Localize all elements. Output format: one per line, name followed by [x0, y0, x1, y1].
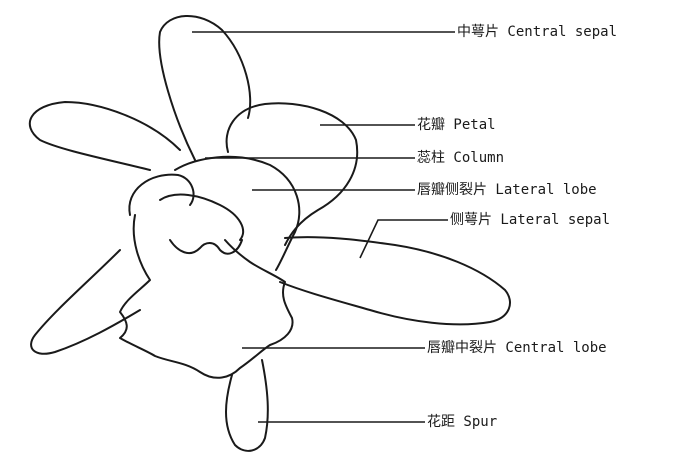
lateral-lobe-inner-shape [160, 195, 243, 240]
left-petal-shape [30, 102, 180, 170]
label-central-sepal: 中萼片 Central sepal [457, 24, 617, 40]
label-central-lobe: 唇瓣中裂片 Central lobe [427, 340, 607, 356]
label-lateral-sepal: 侧萼片 Lateral sepal [450, 212, 610, 228]
central-sepal-shape [159, 16, 250, 160]
leader-lateral-sepal [360, 220, 448, 258]
label-lateral-lobe: 唇瓣侧裂片 Lateral lobe [417, 182, 597, 198]
label-column: 蕊柱 Column [417, 150, 504, 166]
lateral-sepal-shape [280, 237, 510, 324]
label-spur: 花距 Spur [427, 414, 497, 430]
label-petal: 花瓣 Petal [417, 117, 496, 133]
left-lateral-sepal-shape [31, 250, 140, 354]
lip-shape [120, 215, 293, 378]
